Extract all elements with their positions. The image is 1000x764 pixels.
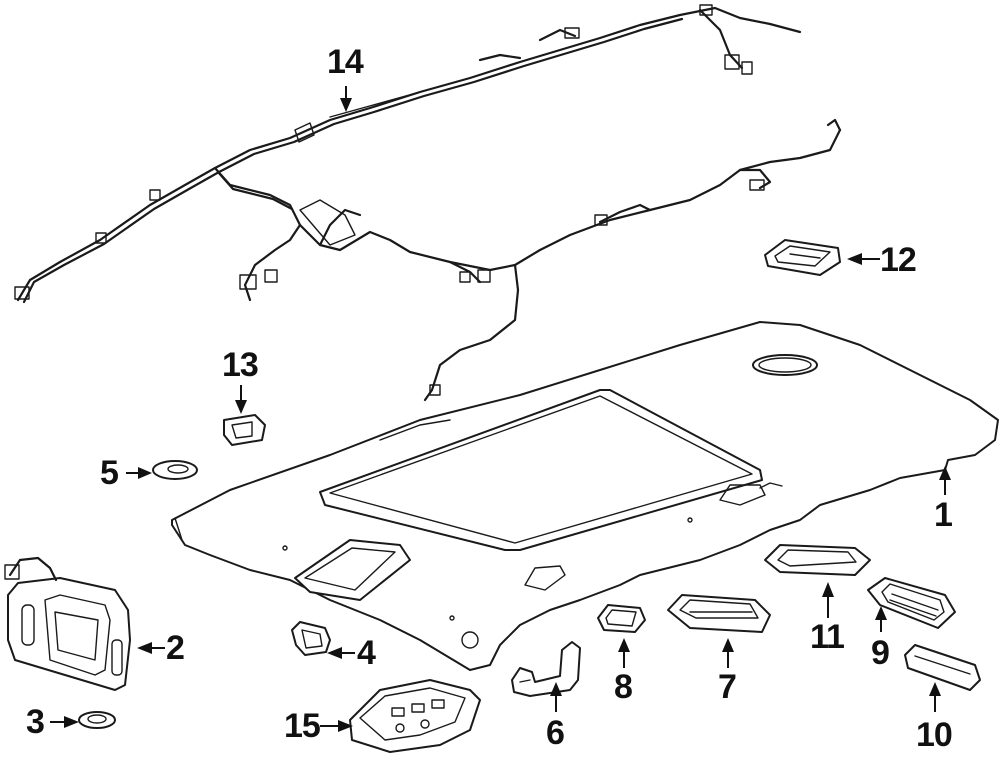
part-7-lamp[interactable] [667,594,771,633]
leader-lines [50,86,951,732]
part-8-lamp[interactable] [597,604,646,633]
callout-13: 13 [222,346,259,384]
callout-7: 7 [718,668,737,706]
callout-11: 11 [810,618,845,656]
callout-9: 9 [871,634,890,672]
callout-3: 3 [26,703,45,741]
wiring-harness[interactable] [14,4,842,402]
callout-5: 5 [100,454,119,492]
callout-12: 12 [880,241,917,279]
callout-14: 14 [327,43,364,81]
part-13-clip[interactable] [223,414,266,446]
callout-15: 15 [284,707,321,745]
headliner-panel[interactable] [171,321,999,671]
callout-8: 8 [614,668,633,706]
callout-4: 4 [357,634,376,672]
part-5-grommet[interactable] [152,460,198,480]
callout-1: 1 [934,496,953,534]
part-9-lamp[interactable] [867,577,956,629]
callout-2: 2 [166,629,185,667]
part-4-hook[interactable] [291,621,331,656]
part-12-lamp[interactable] [764,239,841,276]
callout-10: 10 [916,716,953,754]
part-6-grab-handle[interactable] [511,641,581,697]
part-10-lens[interactable] [904,644,981,691]
callout-6: 6 [546,714,565,752]
part-2-sun-visor[interactable] [4,556,131,691]
part-11-lamp[interactable] [764,544,871,576]
part-15-overhead-console[interactable] [349,679,481,753]
part-3-visor-clip[interactable] [78,711,116,729]
